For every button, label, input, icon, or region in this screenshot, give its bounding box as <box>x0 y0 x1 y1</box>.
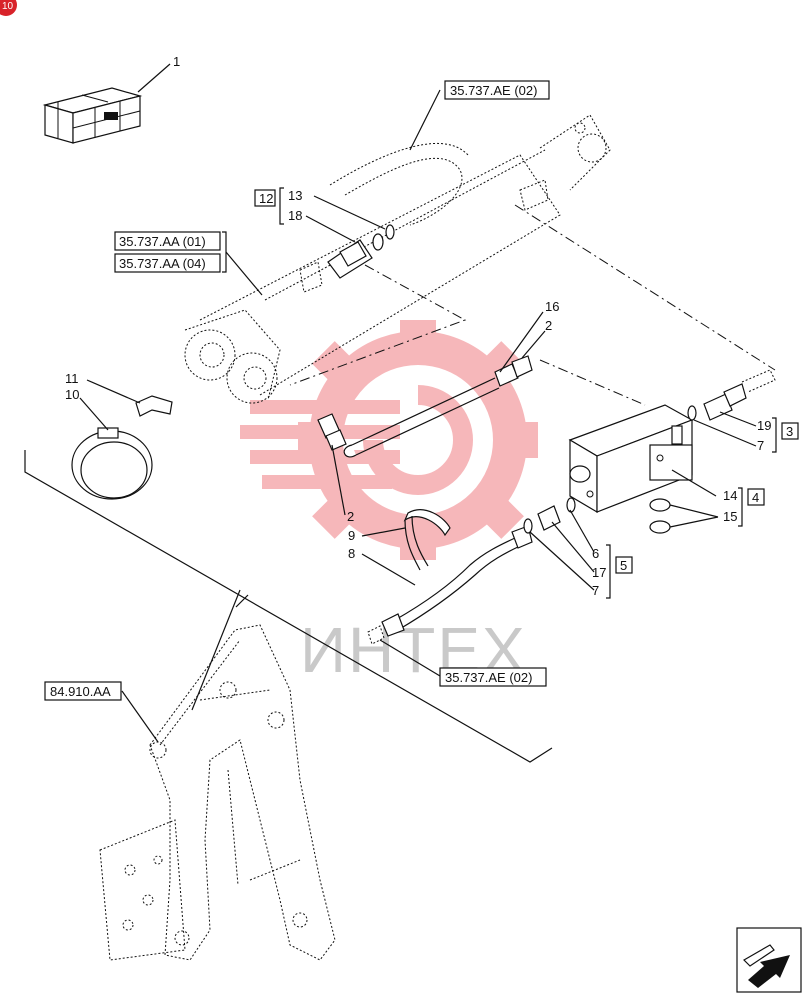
fitting-18 <box>327 233 384 279</box>
ref-ae-top: 35.737.AE (02) <box>450 83 537 98</box>
o-ring-13 <box>385 224 395 240</box>
o-ring-15-bottom <box>649 520 671 534</box>
callout-6: 6 <box>592 546 599 561</box>
callout-1: 1 <box>173 54 180 69</box>
group-box-12: 12 <box>259 191 273 206</box>
valve-block-14 <box>568 404 694 514</box>
ref-box-aa-01 <box>114 231 221 251</box>
fitting-2-left <box>317 413 347 451</box>
callout-10: 10 <box>65 387 79 402</box>
loader-frame <box>99 624 336 961</box>
callout-17: 17 <box>592 565 606 580</box>
callout-8: 8 <box>348 546 355 561</box>
page-badge-text: 10 <box>2 1 14 12</box>
ref-ae-bottom: 35.737.AE (02) <box>445 670 532 685</box>
kit-crate-icon <box>42 87 143 144</box>
callout-2-bottom: 2 <box>347 509 354 524</box>
o-ring-7-bottom <box>566 497 576 513</box>
ref-aa-01: 35.737.AA (01) <box>119 234 206 249</box>
ref-box-ae-top <box>444 80 550 100</box>
ref-box-ae-bottom <box>439 667 547 687</box>
callout-14: 14 <box>723 488 737 503</box>
ref-aa-04: 35.737.AA (04) <box>119 256 206 271</box>
clip-11 <box>135 395 173 417</box>
hose-8 <box>381 525 533 637</box>
callout-7-top: 7 <box>757 438 764 453</box>
o-ring-15-top <box>649 498 671 512</box>
callout-15: 15 <box>723 509 737 524</box>
group-box-5: 5 <box>620 558 627 573</box>
fitting-19 <box>703 369 776 421</box>
navigation-arrow-icon[interactable] <box>736 927 802 993</box>
callout-19: 19 <box>757 418 771 433</box>
ref-box-aa-04 <box>114 253 221 273</box>
hydraulic-cylinder <box>184 114 611 404</box>
page-badge: 10 <box>0 0 17 16</box>
callout-13: 13 <box>288 188 302 203</box>
callout-7-bottom: 7 <box>592 583 599 598</box>
ref-box-84910 <box>44 681 122 701</box>
callout-11: 11 <box>65 371 79 386</box>
group-box-4: 4 <box>752 490 759 505</box>
group-box-3: 3 <box>786 424 793 439</box>
callout-16: 16 <box>545 299 559 314</box>
fitting-lower <box>367 625 385 645</box>
fitting-6 <box>537 505 561 531</box>
callout-18: 18 <box>288 208 302 223</box>
ref-84910: 84.910.AA <box>50 684 111 699</box>
callout-2-top: 2 <box>545 318 552 333</box>
o-ring-7-top <box>687 405 697 421</box>
strap-9 <box>403 509 451 571</box>
hose-clamp-10 <box>71 427 153 500</box>
o-ring-17 <box>523 518 533 534</box>
callout-9: 9 <box>348 528 355 543</box>
